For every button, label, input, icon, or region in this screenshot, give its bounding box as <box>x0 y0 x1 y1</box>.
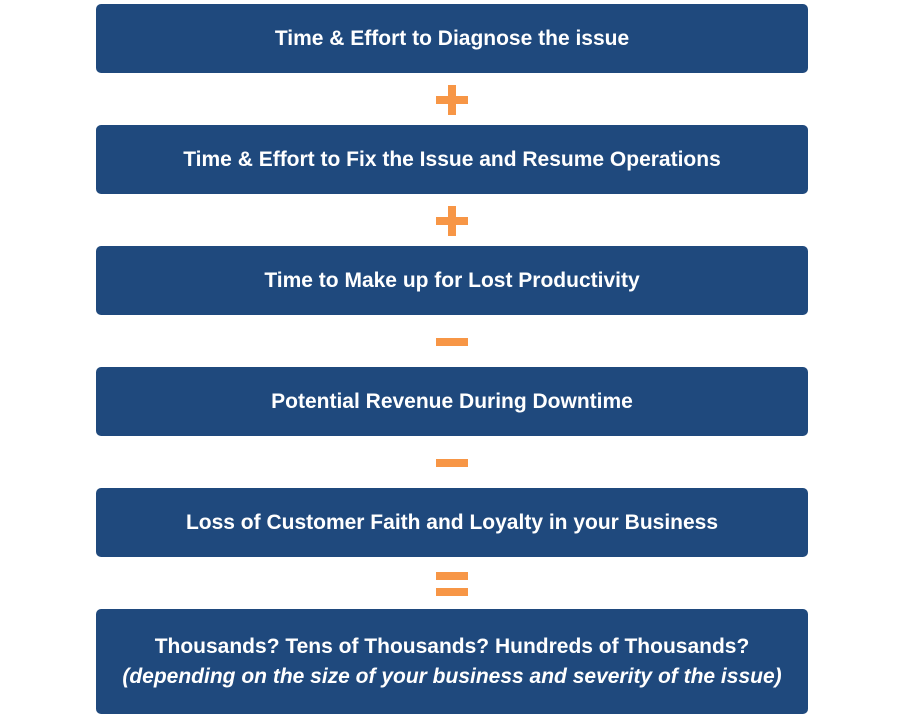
step-diagnose-box: Time & Effort to Diagnose the issue <box>96 4 808 73</box>
step-customer-faith-box: Loss of Customer Faith and Loyalty in yo… <box>96 488 808 557</box>
step-productivity-box: Time to Make up for Lost Productivity <box>96 246 808 315</box>
result-box: Thousands? Tens of Thousands? Hundreds o… <box>96 609 808 714</box>
plus-icon <box>436 85 468 115</box>
step-label: Time to Make up for Lost Productivity <box>264 268 640 292</box>
minus-icon <box>436 327 468 357</box>
step-label: Loss of Customer Faith and Loyalty in yo… <box>185 510 719 534</box>
equals-icon <box>436 569 468 599</box>
minus-icon <box>436 448 468 478</box>
step-fix-box: Time & Effort to Fix the Issue and Resum… <box>96 125 808 194</box>
step-label: Time & Effort to Diagnose the issue <box>274 26 630 50</box>
result-headline: Thousands? Tens of Thousands? Hundreds o… <box>154 634 750 658</box>
result-note: (depending on the size of your business … <box>122 664 782 688</box>
step-label: Potential Revenue During Downtime <box>271 389 633 413</box>
step-revenue-box: Potential Revenue During Downtime <box>96 367 808 436</box>
plus-icon <box>436 206 468 236</box>
step-label: Time & Effort to Fix the Issue and Resum… <box>183 147 721 171</box>
